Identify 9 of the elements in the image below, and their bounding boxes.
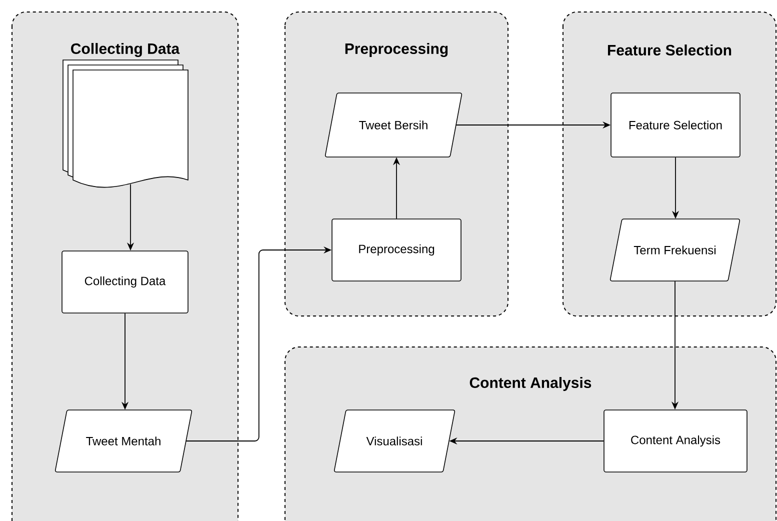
data-parallelogram: Term Frekuensi xyxy=(610,218,740,282)
data-parallelogram: Visualisasi xyxy=(334,410,456,472)
data-parallelogram: Tweet Mentah xyxy=(54,410,192,472)
document-stack xyxy=(62,60,188,188)
process-box: Collecting Data xyxy=(62,250,188,314)
process-box: Content Analysis xyxy=(604,410,748,472)
process-box: Feature Selection xyxy=(610,92,740,158)
process-box: Preprocessing xyxy=(332,218,462,282)
data-parallelogram: Tweet Bersih xyxy=(324,92,462,158)
